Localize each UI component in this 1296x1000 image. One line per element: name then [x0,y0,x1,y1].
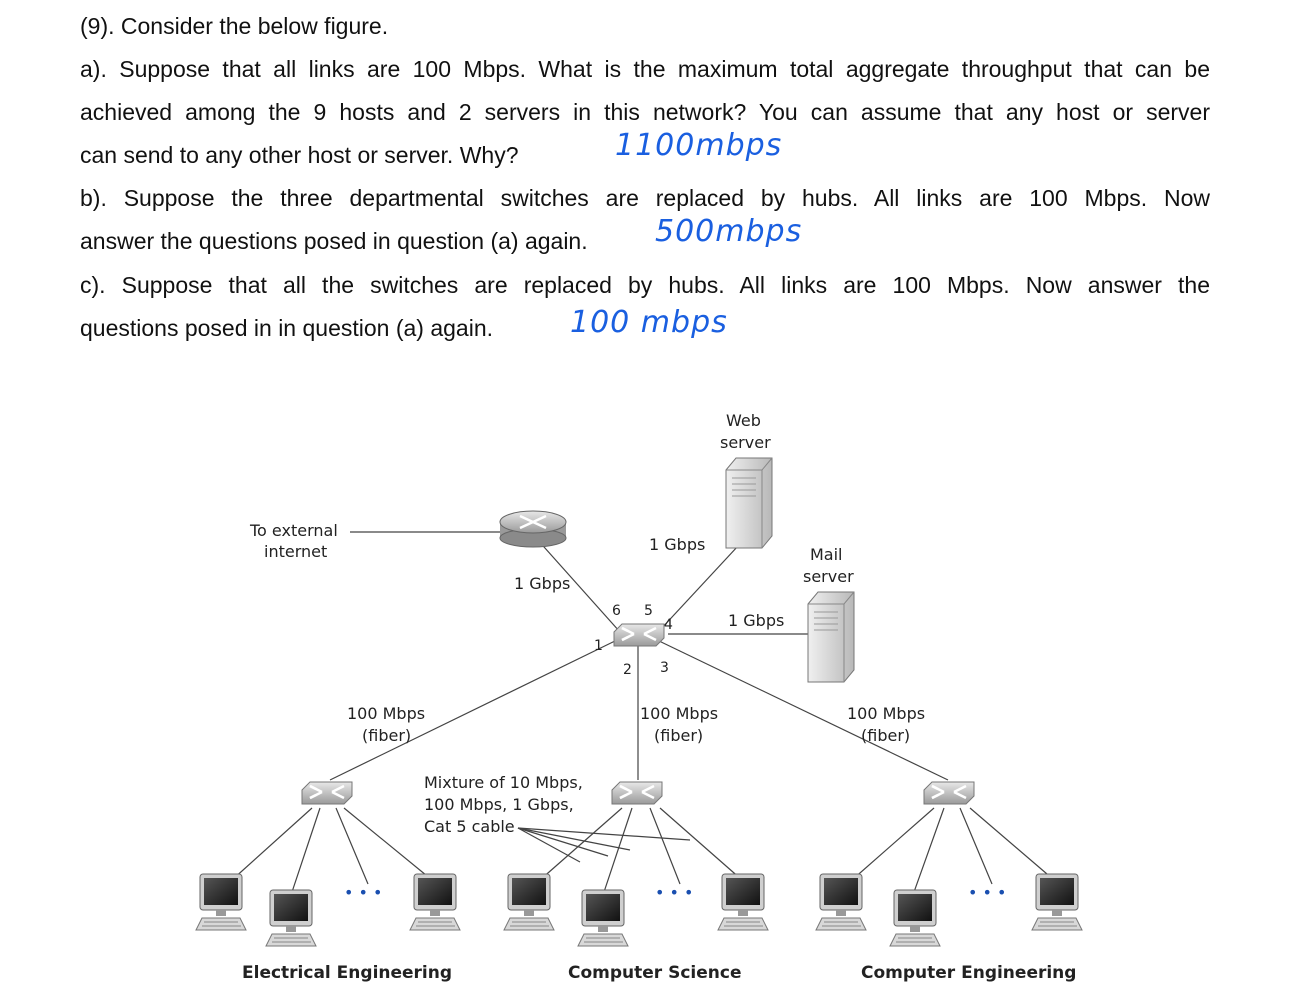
port-label: 1 [594,638,603,654]
web-server-label-2: server [720,433,771,452]
link-core-ee [329,639,618,781]
cs-switch-icon [610,780,664,806]
ce-host-icon [815,873,867,931]
dept-computer-engineering: Computer Engineering [861,963,1076,983]
cs-link-label-2: (fiber) [654,726,703,745]
router-icon [499,510,567,548]
ee-switch-icon [300,780,354,806]
ee-host-icon [195,873,247,931]
cs-ellipsis: • • • [655,883,693,902]
router-link-label: 1 Gbps [514,574,570,593]
link-core-web [659,545,739,631]
ce-switch-icon [922,780,976,806]
port-label: 2 [623,662,632,678]
question-b-line-2: answer the questions posed in question (… [80,228,588,254]
question-a-line-2: achieved among the 9 hosts and 2 servers… [80,99,1210,125]
dept-computer-science: Computer Science [568,963,742,983]
external-label-1: To external [249,521,338,540]
ee-ellipsis: • • • [344,883,382,902]
ce-link-label-2: (fiber) [861,726,910,745]
ce-host-icon [889,889,941,947]
question-a-line-1: a). Suppose that all links are 100 Mbps.… [80,56,1210,82]
mixture-label-2: 100 Mbps, 1 Gbps, [424,795,574,814]
mixture-label-1: Mixture of 10 Mbps, [424,773,583,792]
port-label: 6 [612,603,621,619]
mail-link-label: 1 Gbps [728,611,784,630]
question-a-line-3: can send to any other host or server. Wh… [80,142,519,168]
cs-link-label-1: 100 Mbps [640,704,718,723]
mixture-label-3: Cat 5 cable [424,817,515,836]
web-server-label-1: Web [726,411,761,430]
link-core-ce [656,639,949,781]
question-c-line-2: questions posed in in question (a) again… [80,315,494,341]
mail-server-label-1: Mail [810,545,843,564]
answer-a-handwritten: 1100mbps [615,128,783,163]
question-c-line-1: c). Suppose that all the switches are re… [80,272,1210,298]
answer-b-handwritten: 500mbps [655,214,803,249]
ee-host-icon [409,873,461,931]
link-router-core [535,537,621,633]
port-label: 4 [664,617,673,633]
ce-ellipsis: • • • [968,883,1006,902]
mail-server-icon [807,591,855,683]
dept-electrical-engineering: Electrical Engineering [242,963,452,983]
mail-server-label-2: server [803,567,854,586]
port-label: 3 [660,660,669,676]
ee-link-label-2: (fiber) [362,726,411,745]
ee-link-label-1: 100 Mbps [347,704,425,723]
answer-c-handwritten: 100 mbps [570,305,728,340]
question-b-line-1: b). Suppose the three departmental switc… [80,185,1210,211]
web-server-icon [725,457,773,549]
external-label-2: internet [264,542,327,561]
cs-host-icon [503,873,555,931]
ce-link-label-1: 100 Mbps [847,704,925,723]
port-label: 5 [644,603,653,619]
ee-host-icon [265,889,317,947]
ce-host-icon [1031,873,1083,931]
web-link-label: 1 Gbps [649,535,705,554]
question-title: (9). Consider the below figure. [80,13,389,39]
cs-host-icon [577,889,629,947]
cs-host-icon [717,873,769,931]
core-switch-icon [612,622,666,648]
